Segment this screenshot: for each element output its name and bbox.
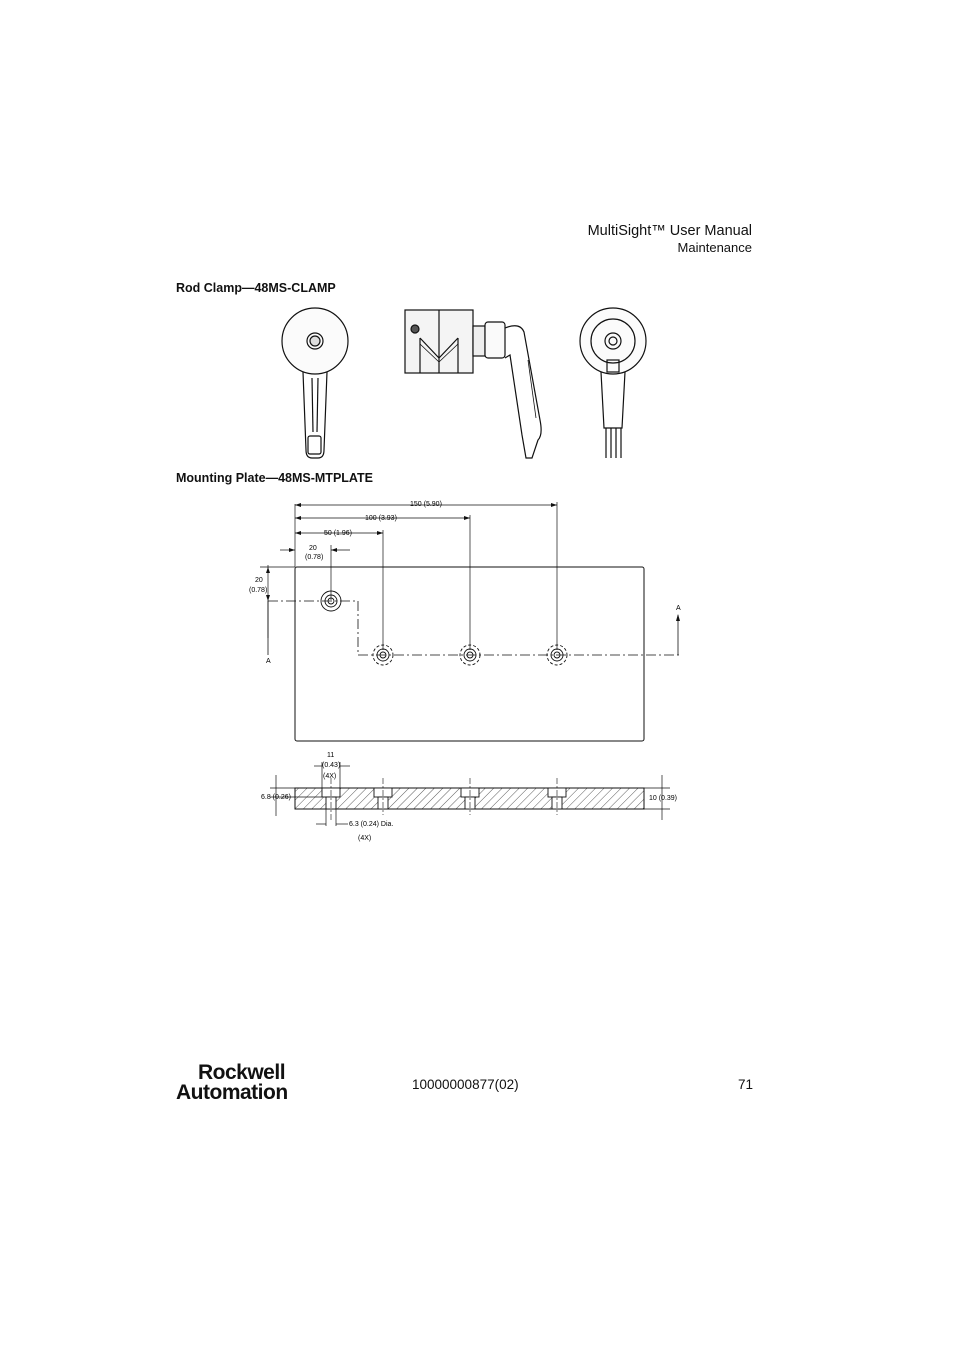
rod-clamp-side-view <box>404 309 542 459</box>
page-number: 71 <box>738 1077 754 1092</box>
rockwell-automation-logo: Rockwell Automation <box>176 1061 288 1104</box>
section-a-right: A <box>676 605 681 612</box>
hole-2 <box>372 644 394 666</box>
dim-11-a: 11 <box>327 752 334 759</box>
hole-1 <box>320 590 342 612</box>
rod-clamp-drawings <box>281 307 647 459</box>
section-a-left: A <box>266 658 271 665</box>
dim-20-left-a: 20 <box>255 577 263 584</box>
rod-clamp-heading: Rod Clamp—48MS-CLAMP <box>176 281 336 295</box>
dim-50: 50 (1.96) <box>324 530 352 537</box>
dim-150: 150 (5.90) <box>410 501 442 508</box>
hole-3 <box>459 644 481 666</box>
plate-top-view <box>294 566 645 742</box>
mounting-plate-heading: Mounting Plate—48MS-MTPLATE <box>176 471 373 485</box>
rod-clamp-front-view <box>281 307 349 459</box>
dim-100: 100 (3.93) <box>365 515 397 522</box>
mounting-plate-drawing: 150 (5.90) 100 (3.93) 50 (1.96) 20 (0.78… <box>249 501 681 842</box>
dim-11-b: (0.43) <box>322 762 340 769</box>
document-number: 10000000877(02) <box>412 1077 519 1092</box>
logo-line-1: Rockwell <box>198 1061 286 1084</box>
manual-title: MultiSight™ User Manual <box>587 223 752 239</box>
dim-6-3: 6.3 (0.24) Dia. <box>349 821 393 828</box>
dim-20-top-b: (0.78) <box>305 554 323 561</box>
dim-20-top-a: 20 <box>309 545 317 552</box>
hole-4 <box>546 644 568 666</box>
dim-10: 10 (0.39) <box>649 795 677 802</box>
section-name: Maintenance <box>677 240 752 255</box>
dim-6-3-qty: (4X) <box>358 835 371 842</box>
dim-6-8: 6.8 (0.26) <box>261 794 291 801</box>
dim-20-left-b: (0.78) <box>249 587 267 594</box>
logo-line-2: Automation <box>176 1081 288 1104</box>
dim-11-c: (4X) <box>323 773 336 780</box>
rod-clamp-back-view <box>579 307 647 458</box>
